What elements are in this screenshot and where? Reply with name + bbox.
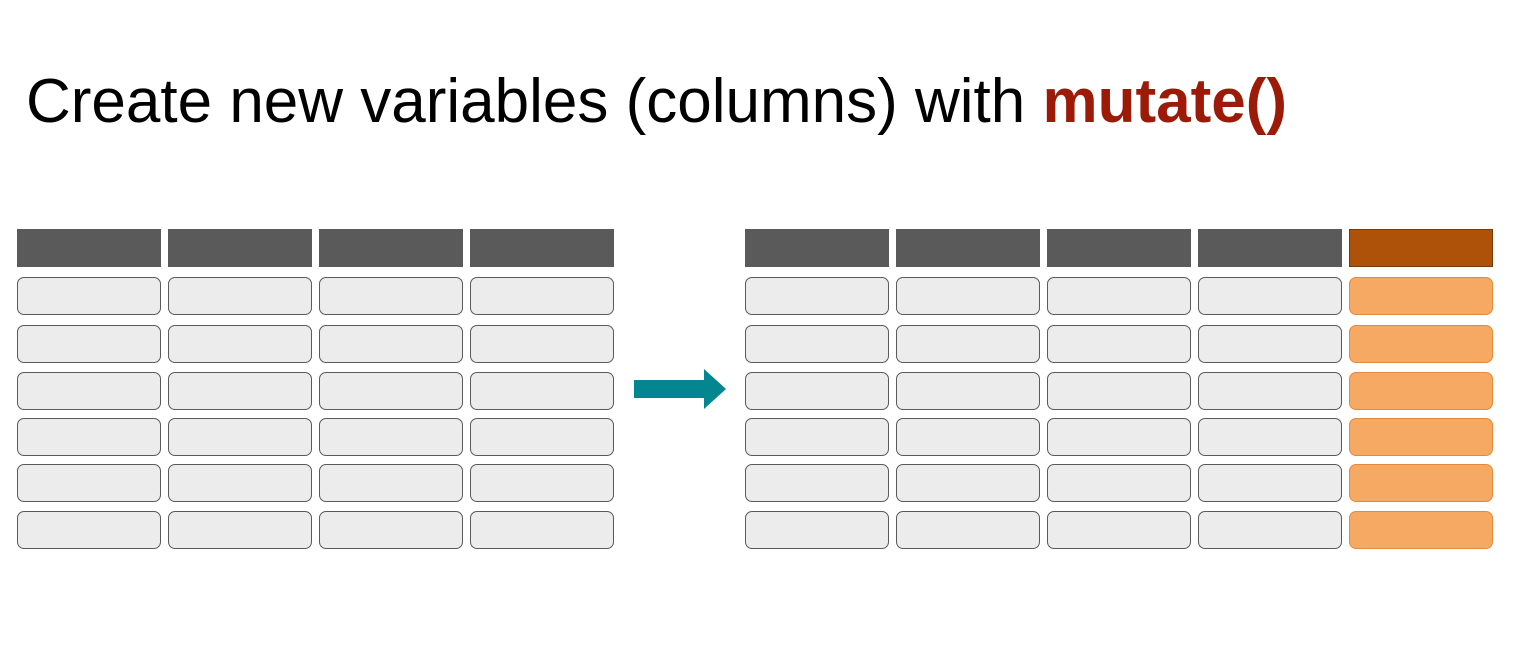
- table-cell: [1198, 372, 1342, 410]
- table-cell: [745, 464, 889, 502]
- table-cell: [168, 325, 312, 363]
- table-cell: [1047, 511, 1191, 549]
- column-header: [319, 229, 463, 267]
- column-header: [896, 229, 1040, 267]
- table-cell: [168, 464, 312, 502]
- table-cell: [896, 325, 1040, 363]
- table-cell: [168, 372, 312, 410]
- title-prefix: Create new variables (columns) with: [26, 67, 1043, 136]
- table-cell: [470, 372, 614, 410]
- new-column-cell: [1349, 464, 1493, 502]
- table-cell: [896, 277, 1040, 315]
- table-cell: [168, 418, 312, 456]
- table-cell: [470, 418, 614, 456]
- table-cell: [168, 277, 312, 315]
- table-cell: [319, 277, 463, 315]
- new-column-header: [1349, 229, 1493, 267]
- table-cell: [17, 277, 161, 315]
- column-header: [1047, 229, 1191, 267]
- input-table: [17, 229, 615, 549]
- table-cell: [168, 511, 312, 549]
- table-cell: [745, 372, 889, 410]
- column-header: [168, 229, 312, 267]
- table-cell: [17, 372, 161, 410]
- table-cell: [896, 372, 1040, 410]
- slide-title: Create new variables (columns) with muta…: [26, 64, 1287, 140]
- table-cell: [896, 464, 1040, 502]
- table-cell: [319, 325, 463, 363]
- table-cell: [1047, 325, 1191, 363]
- table-cell: [1198, 464, 1342, 502]
- new-column-cell: [1349, 277, 1493, 315]
- new-column-cell: [1349, 511, 1493, 549]
- table-cell: [1047, 464, 1191, 502]
- table-cell: [17, 418, 161, 456]
- new-column-cell: [1349, 418, 1493, 456]
- column-header: [1198, 229, 1342, 267]
- table-cell: [745, 277, 889, 315]
- table-cell: [745, 325, 889, 363]
- new-column-cell: [1349, 372, 1493, 410]
- table-cell: [1198, 418, 1342, 456]
- table-cell: [745, 511, 889, 549]
- table-cell: [17, 325, 161, 363]
- table-cell: [17, 464, 161, 502]
- arrow-right-icon: [634, 369, 726, 409]
- table-cell: [896, 511, 1040, 549]
- table-cell: [17, 511, 161, 549]
- function-name: mutate(): [1042, 67, 1288, 136]
- table-cell: [319, 511, 463, 549]
- column-header: [17, 229, 161, 267]
- output-table: [745, 229, 1493, 549]
- table-cell: [1047, 277, 1191, 315]
- table-cell: [1198, 277, 1342, 315]
- column-header: [470, 229, 614, 267]
- table-cell: [896, 418, 1040, 456]
- new-column-cell: [1349, 325, 1493, 363]
- table-cell: [470, 277, 614, 315]
- table-cell: [470, 511, 614, 549]
- table-cell: [1047, 418, 1191, 456]
- table-cell: [319, 464, 463, 502]
- table-cell: [1198, 325, 1342, 363]
- table-cell: [319, 418, 463, 456]
- column-header: [745, 229, 889, 267]
- table-cell: [1198, 511, 1342, 549]
- table-cell: [470, 325, 614, 363]
- table-cell: [745, 418, 889, 456]
- table-cell: [1047, 372, 1191, 410]
- table-cell: [319, 372, 463, 410]
- table-cell: [470, 464, 614, 502]
